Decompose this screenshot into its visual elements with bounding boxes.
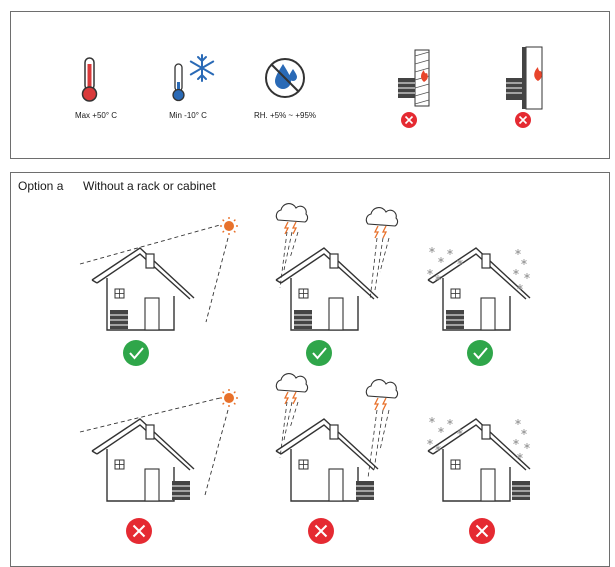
- max-temp-label: Max +50° C: [74, 111, 118, 120]
- lightning-rain-icon: [365, 206, 399, 239]
- scenario-sun-shaded: [79, 216, 239, 331]
- check-icon: [466, 339, 494, 367]
- scenario-snow-sheltered: [426, 246, 531, 331]
- humidity-label: RH. +5% ~ +95%: [253, 111, 317, 120]
- lightning-rain-icon: [275, 372, 309, 405]
- lightning-rain-icon: [275, 202, 309, 235]
- wall-fire-icon: [398, 49, 430, 107]
- cross-icon: [468, 517, 496, 545]
- scenario-rain-exposed: [275, 372, 399, 502]
- wall-fire-icon: [506, 46, 543, 110]
- cross-icon: [125, 517, 153, 545]
- cross-icon: [515, 112, 531, 128]
- lightning-rain-icon: [365, 378, 399, 411]
- conditions-graphics: [81, 46, 543, 128]
- thermometer-hot-icon: [81, 57, 98, 102]
- min-temp-label: Min -10° C: [169, 111, 207, 120]
- scenario-snow-exposed: [426, 416, 531, 502]
- scenario-sun-exposed: [79, 388, 239, 502]
- check-icon: [305, 339, 333, 367]
- sun-icon: [219, 216, 239, 236]
- option-label: Option a: [18, 179, 64, 193]
- cross-icon: [401, 112, 417, 128]
- cross-icon: [307, 517, 335, 545]
- check-icon: [122, 339, 150, 367]
- thermometer-snowflake-icon: [172, 54, 215, 102]
- no-water-icon: [265, 58, 305, 98]
- sun-icon: [219, 388, 239, 408]
- scenario-rain-sheltered: [275, 202, 399, 331]
- option-description: Without a rack or cabinet: [83, 179, 216, 193]
